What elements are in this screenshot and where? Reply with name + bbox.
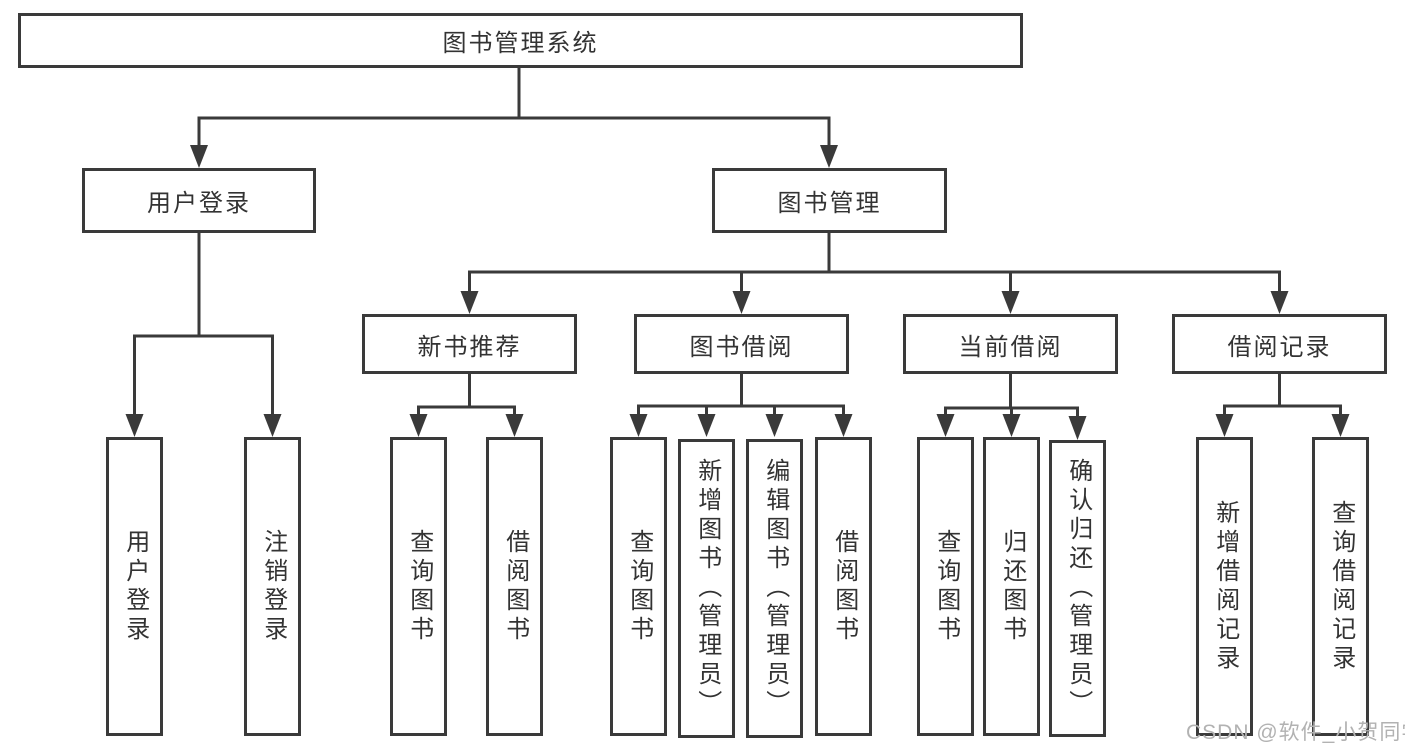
- leaf-query-books-recommend: 查询图书: [390, 437, 447, 736]
- node-label: 借阅图书: [501, 528, 529, 645]
- arrowhead-icon: [190, 145, 208, 168]
- node-label: 借阅记录: [1227, 333, 1332, 361]
- leaf-user-login: 用户登录: [106, 437, 163, 736]
- arrowhead-icon: [732, 291, 751, 314]
- node-label: 图书管理系统: [442, 30, 599, 57]
- leaf-add-borrow-record: 新增借阅记录: [1196, 437, 1253, 736]
- node-label: 当前借阅: [958, 333, 1063, 361]
- node-label: 查询图书: [405, 528, 433, 645]
- watermark: CSDN @软件_小贺同学: [1186, 721, 1405, 744]
- leaf-borrow-books-recommend: 借阅图书: [486, 437, 543, 736]
- node-label: 新增图书（管理员）: [693, 458, 721, 719]
- node-label: 编辑图书（管理员）: [761, 458, 789, 719]
- node-user-login: 用户登录: [82, 168, 316, 233]
- arrowhead-icon: [765, 414, 784, 437]
- arrowhead-icon: [936, 414, 955, 437]
- leaf-logout: 注销登录: [244, 437, 301, 736]
- leaf-query-books-current: 查询图书: [917, 437, 974, 736]
- connector-new-book-branch: [409, 374, 524, 437]
- leaf-return-books: 归还图书: [983, 437, 1040, 736]
- arrowhead-icon: [460, 291, 479, 314]
- leaf-add-books-admin: 新增图书（管理员）: [678, 439, 735, 738]
- node-label: 图书借阅: [689, 333, 794, 361]
- node-label: 查询图书: [932, 528, 960, 645]
- arrowhead-icon: [1068, 416, 1087, 440]
- node-label: 用户登录: [147, 190, 251, 217]
- connector-user-login-branch: [125, 233, 282, 437]
- node-label: 图书管理: [777, 190, 882, 217]
- arrowhead-icon: [1001, 291, 1020, 314]
- node-current-borrowing: 当前借阅: [903, 314, 1118, 374]
- arrowhead-icon: [697, 414, 716, 437]
- connector-book-management-branch: [460, 233, 1289, 314]
- node-label: 新增借阅记录: [1211, 499, 1239, 674]
- connector-borrow-records-branch: [1215, 374, 1350, 437]
- connector-root-to-level2: [190, 68, 838, 168]
- arrowhead-icon: [1270, 291, 1289, 314]
- node-book-borrowing: 图书借阅: [634, 314, 849, 374]
- node-library-management-system: 图书管理系统: [18, 13, 1023, 68]
- node-label: 归还图书: [998, 528, 1026, 645]
- node-label: 用户登录: [121, 528, 149, 645]
- arrowhead-icon: [629, 414, 648, 437]
- node-label: 借阅图书: [830, 528, 858, 645]
- node-label: 查询图书: [625, 528, 653, 645]
- arrowhead-icon: [1331, 414, 1350, 437]
- arrowhead-icon: [834, 414, 853, 437]
- node-new-book-recommendation: 新书推荐: [362, 314, 577, 374]
- connector-current-borrow-branch: [936, 374, 1087, 440]
- arrowhead-icon: [1215, 414, 1234, 437]
- node-label: 确认归还（管理员）: [1064, 458, 1092, 719]
- node-book-management: 图书管理: [712, 168, 947, 233]
- arrowhead-icon: [125, 414, 144, 437]
- leaf-confirm-return-admin: 确认归还（管理员）: [1049, 440, 1106, 737]
- connector-book-borrow-branch: [629, 374, 853, 437]
- leaf-borrow-books: 借阅图书: [815, 437, 872, 736]
- leaf-query-borrow-record: 查询借阅记录: [1312, 437, 1369, 736]
- arrowhead-icon: [505, 414, 524, 437]
- node-borrowing-records: 借阅记录: [1172, 314, 1387, 374]
- arrowhead-icon: [820, 145, 838, 168]
- node-label: 新书推荐: [417, 333, 522, 361]
- arrowhead-icon: [1002, 414, 1021, 437]
- arrowhead-icon: [409, 414, 428, 437]
- node-label: 查询借阅记录: [1327, 499, 1355, 674]
- leaf-edit-books-admin: 编辑图书（管理员）: [746, 439, 803, 738]
- node-label: 注销登录: [259, 528, 287, 645]
- arrowhead-icon: [263, 414, 282, 437]
- leaf-query-books-borrow: 查询图书: [610, 437, 667, 736]
